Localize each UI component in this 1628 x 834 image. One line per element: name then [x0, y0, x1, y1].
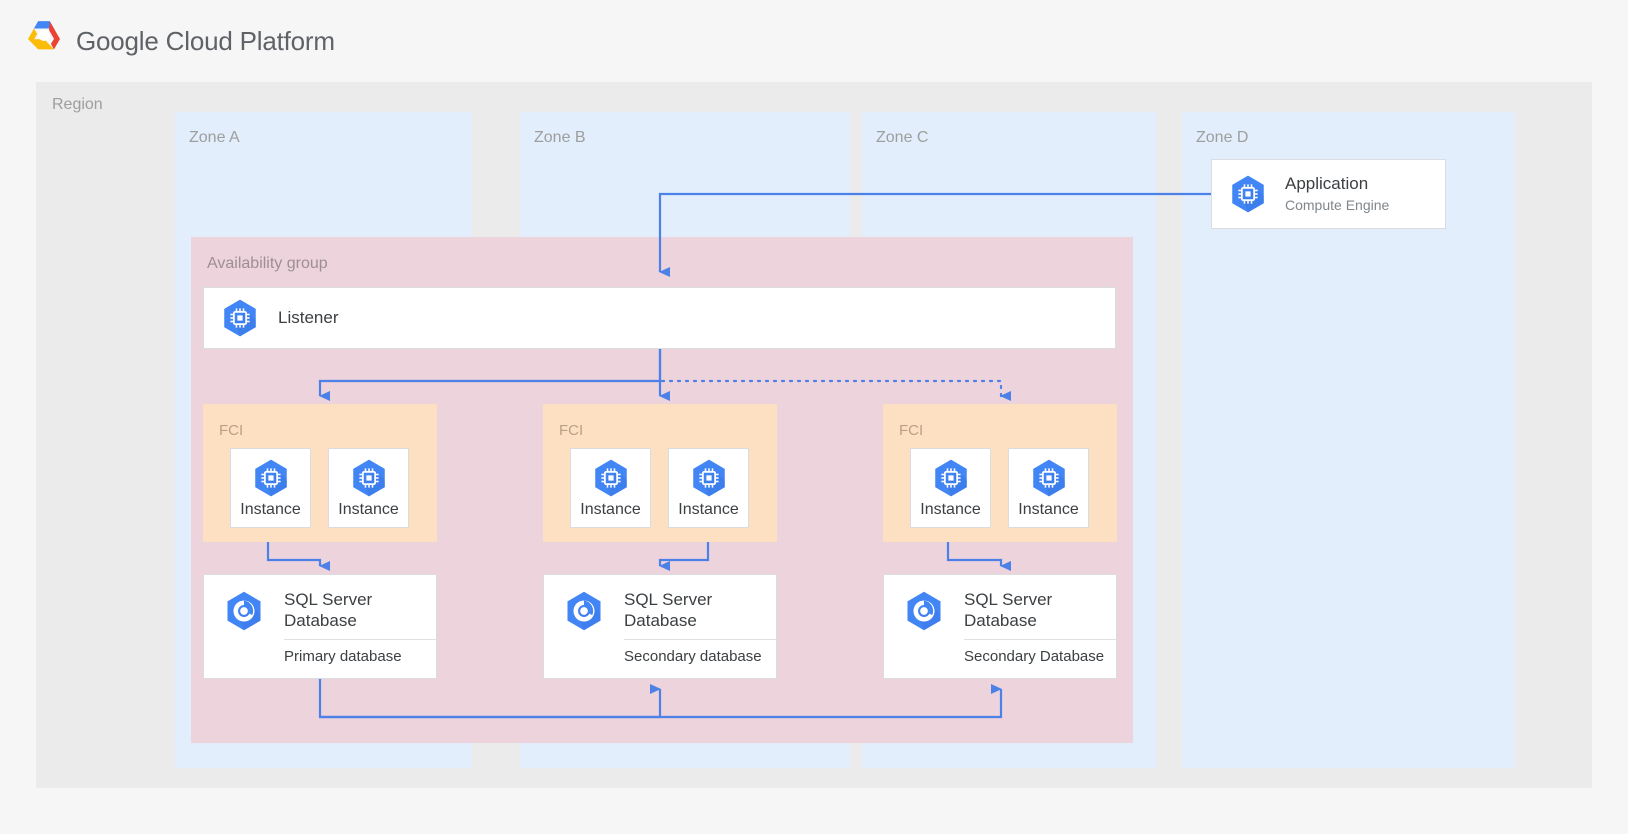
sql-server-database-icon — [562, 589, 606, 633]
instance-label: Instance — [678, 501, 739, 518]
compute-engine-icon — [590, 457, 632, 499]
database-title: SQL Server Database — [624, 590, 713, 630]
instance-c1[interactable]: Instance — [910, 448, 991, 528]
compute-engine-icon — [1227, 173, 1269, 215]
database-role: Primary database — [284, 639, 436, 666]
zone-a-label: Zone A — [189, 129, 240, 146]
compute-engine-icon — [348, 457, 390, 499]
database-card-b[interactable]: SQL Server Database Secondary database — [543, 574, 777, 679]
sql-server-database-icon — [222, 589, 266, 633]
database-card-a[interactable]: SQL Server Database Primary database — [203, 574, 437, 679]
region-label: Region — [52, 96, 103, 113]
fci-group-b: FCI Instance — [543, 404, 777, 542]
instance-c2[interactable]: Instance — [1008, 448, 1089, 528]
availability-group-label: Availability group — [207, 255, 328, 272]
brand-title: Google Cloud Platform — [76, 25, 335, 56]
fci-group-c: FCI Instance — [883, 404, 1117, 542]
instance-label: Instance — [240, 501, 301, 518]
database-title: SQL Server Database — [284, 590, 373, 630]
compute-engine-icon — [219, 297, 261, 339]
application-subtitle: Compute Engine — [1285, 197, 1390, 213]
instance-a1[interactable]: Instance — [230, 448, 311, 528]
instance-label: Instance — [338, 501, 399, 518]
google-cloud-platform-logo — [26, 19, 62, 64]
sql-server-database-icon — [902, 589, 946, 633]
instance-b1[interactable]: Instance — [570, 448, 651, 528]
compute-engine-icon — [250, 457, 292, 499]
application-card[interactable]: Application Compute Engine — [1211, 159, 1446, 229]
listener-label: Listener — [278, 308, 339, 327]
fci-b-label: FCI — [559, 422, 584, 439]
database-title: SQL Server Database — [964, 590, 1053, 630]
compute-engine-icon — [930, 457, 972, 499]
fci-a-label: FCI — [219, 422, 244, 439]
fci-group-a: FCI Instance — [203, 404, 437, 542]
fci-c-label: FCI — [899, 422, 924, 439]
compute-engine-icon — [688, 457, 730, 499]
zone-d-label: Zone D — [1196, 129, 1249, 146]
instance-label: Instance — [580, 501, 641, 518]
application-title: Application — [1285, 174, 1369, 193]
zone-c-label: Zone C — [876, 129, 929, 146]
instance-label: Instance — [1018, 501, 1079, 518]
zone-b-label: Zone B — [534, 129, 586, 146]
instance-a2[interactable]: Instance — [328, 448, 409, 528]
database-role: Secondary database — [624, 639, 776, 666]
page-header: Google Cloud Platform — [0, 0, 1628, 82]
database-role: Secondary Database — [964, 639, 1116, 666]
compute-engine-icon — [1028, 457, 1070, 499]
listener-card[interactable]: Listener — [203, 287, 1116, 349]
database-card-c[interactable]: SQL Server Database Secondary Database — [883, 574, 1117, 679]
instance-b2[interactable]: Instance — [668, 448, 749, 528]
instance-label: Instance — [920, 501, 981, 518]
